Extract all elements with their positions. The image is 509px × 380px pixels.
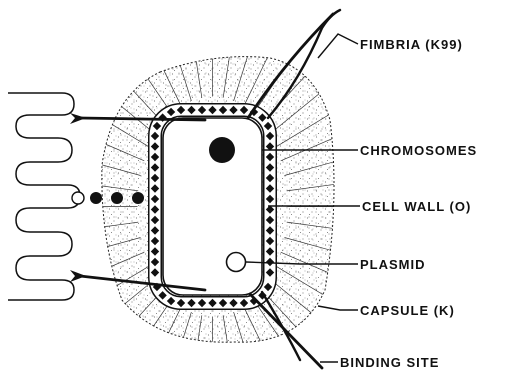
attachment-dot — [111, 192, 123, 204]
chromosomes-label: CHROMOSOMES — [360, 143, 477, 158]
capsule-label: CAPSULE (K) — [360, 303, 455, 318]
capsule-leader — [318, 306, 358, 310]
fimbria-label: FIMBRIA (K99) — [360, 37, 463, 52]
fimbria-leader — [318, 34, 358, 58]
binding-site-label: BINDING SITE — [340, 355, 439, 370]
plasmid-circle — [227, 253, 246, 272]
cell-wall — [151, 106, 274, 307]
attachment-dot — [90, 192, 102, 204]
chromosomes-dot — [209, 137, 235, 163]
cell-wall-label: CELL WALL (O) — [362, 199, 471, 214]
attachment-open-circle — [72, 192, 84, 204]
host-membrane — [8, 93, 80, 300]
attachment-dot — [132, 192, 144, 204]
plasmid-label: PLASMID — [360, 257, 426, 272]
